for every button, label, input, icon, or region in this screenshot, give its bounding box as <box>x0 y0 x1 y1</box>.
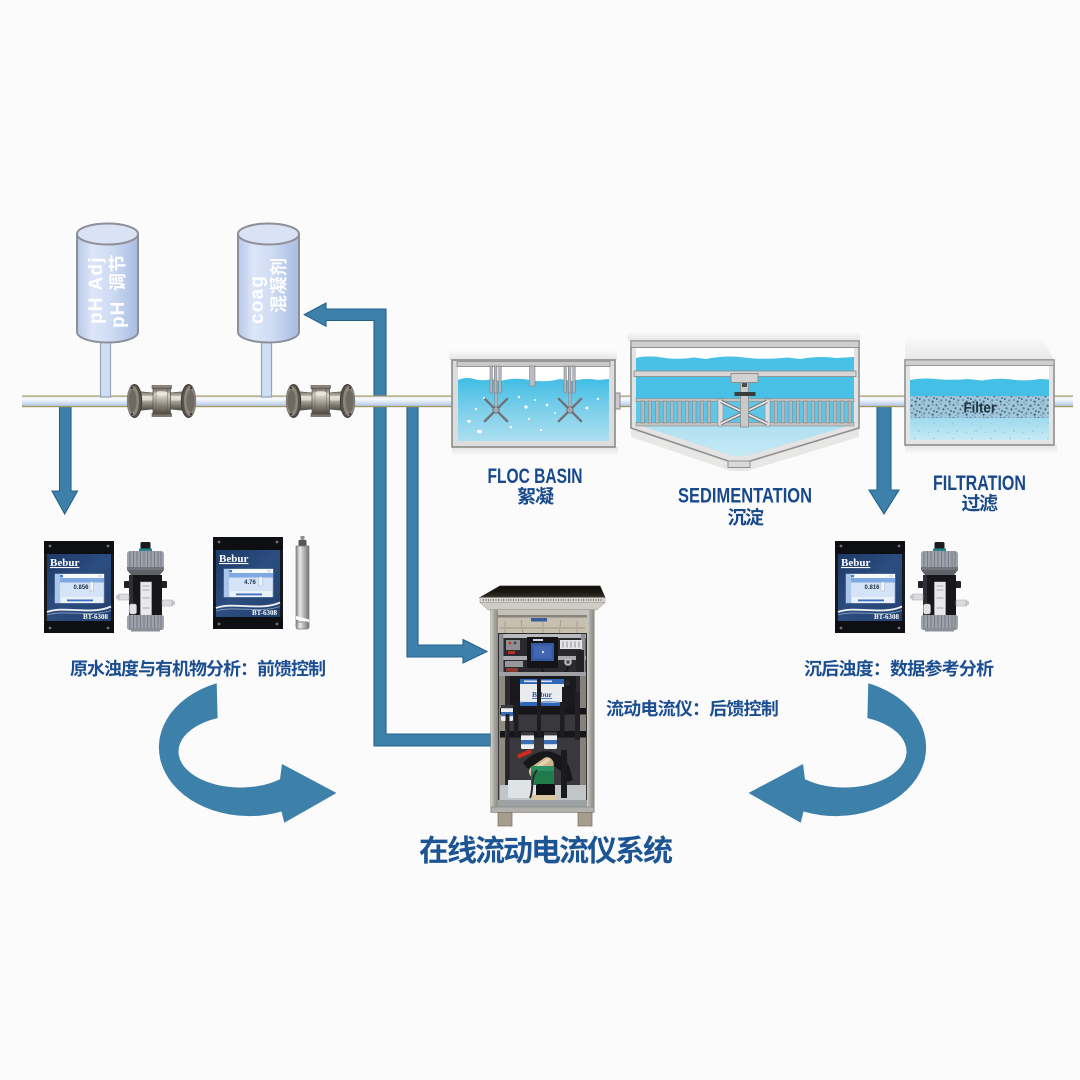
svg-text:FILTRATION: FILTRATION <box>933 472 1026 495</box>
svg-text:pH: pH <box>108 301 129 328</box>
svg-text:Bebur: Bebur <box>841 557 870 569</box>
svg-text:coag: coag <box>247 275 268 324</box>
svg-text:SEDIMENTATION: SEDIMENTATION <box>678 485 812 508</box>
svg-text:0.856: 0.856 <box>73 585 89 591</box>
svg-text:pH Adj: pH Adj <box>86 256 107 324</box>
svg-text:BT-6308: BT-6308 <box>874 613 900 621</box>
svg-text:BT-6308: BT-6308 <box>252 609 278 617</box>
svg-text:Bebur: Bebur <box>532 690 553 699</box>
svg-text:BT-6308: BT-6308 <box>83 613 109 621</box>
svg-text:Bebur: Bebur <box>219 553 248 565</box>
svg-text:Filter: Filter <box>964 401 997 417</box>
svg-text:FLOC BASIN: FLOC BASIN <box>488 465 583 488</box>
svg-text:4.76: 4.76 <box>244 580 256 586</box>
svg-text:0.816: 0.816 <box>864 585 880 591</box>
svg-text:Bebur: Bebur <box>50 557 79 569</box>
